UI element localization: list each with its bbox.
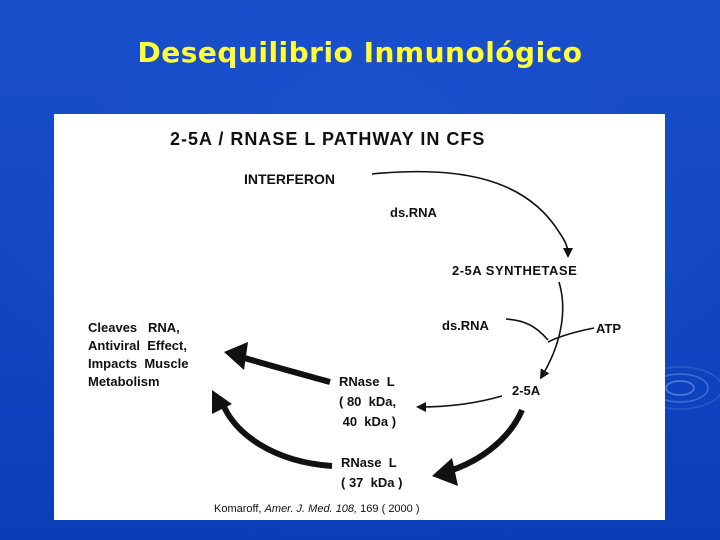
citation-journal: Amer. J. Med.	[264, 503, 333, 515]
label-effect: Cleaves RNA, Antiviral Effect, Impacts M…	[88, 320, 189, 389]
arrowhead-rnase37	[432, 458, 458, 486]
slide-title: Desequilibrio Inmunológico	[137, 36, 583, 69]
arrow-rnase80-to-effect	[237, 353, 331, 385]
diagram-panel: 2-5A / RNASE L PATHWAY IN CFS INTERFERON…	[54, 114, 665, 520]
label-atp: ATP	[596, 321, 622, 336]
arrow-synthetase-to-25a	[539, 281, 564, 380]
label-interferon: INTERFERON	[244, 171, 335, 187]
citation: Komaroff, Amer. J. Med. 108, 169 ( 2000 …	[214, 504, 420, 515]
label-rnase-l-80: RNase L ( 80 kDa, 40 kDa )	[339, 374, 397, 429]
arrow-dsrna-input	[505, 318, 549, 341]
label-2-5a: 2-5A	[512, 383, 541, 398]
label-dsrna-top: ds.RNA	[390, 205, 437, 220]
arrow-interferon-to-synthetase	[371, 170, 573, 258]
label-rnase-l-37: RNase L ( 37 kDa )	[341, 455, 403, 490]
arrow-25a-to-rnase80	[416, 395, 503, 412]
arrowhead-effect-lower	[212, 390, 232, 414]
arrowhead-effect-upper	[224, 342, 248, 370]
pathway-title: 2-5A / RNASE L PATHWAY IN CFS	[170, 129, 486, 149]
label-dsrna-mid: ds.RNA	[442, 318, 489, 333]
arrow-rnase37-to-effect	[219, 400, 333, 469]
citation-volume: 108,	[335, 503, 358, 515]
citation-year: ( 2000 )	[381, 503, 420, 515]
citation-pages: 169	[360, 503, 379, 515]
arrow-atp-input	[547, 327, 595, 343]
citation-author: Komaroff,	[214, 503, 262, 515]
label-synthetase: 2-5A SYNTHETASE	[452, 263, 578, 278]
pathway-arrows	[212, 170, 595, 486]
arrow-25a-to-rnase37	[445, 408, 525, 475]
